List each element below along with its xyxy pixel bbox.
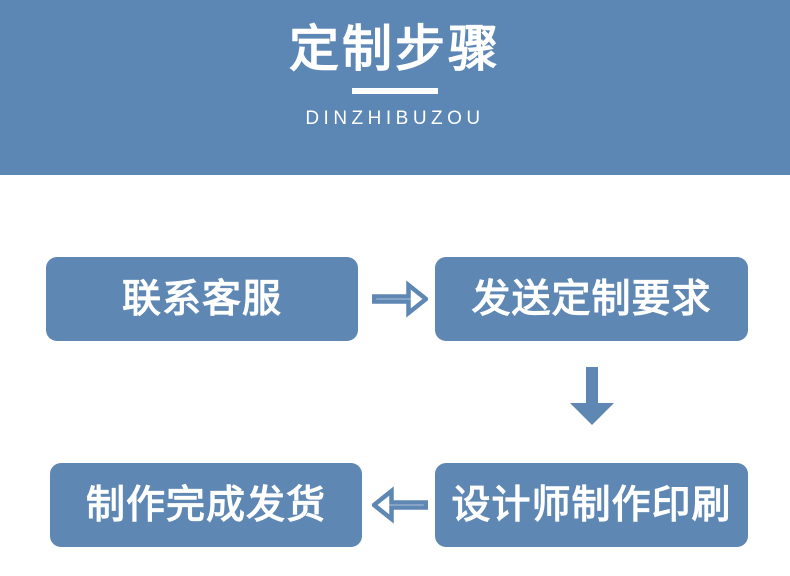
page-subtitle: DINZHIBUZOU (305, 108, 485, 129)
flow-step-3-label: 设计师制作印刷 (451, 483, 732, 527)
flow-step-1-label: 联系客服 (121, 277, 282, 321)
page-title: 定制步骤 (289, 21, 501, 77)
flow-step-2-label: 发送定制要求 (471, 277, 712, 321)
flow-diagram: 联系客服 发送定制要求 设计师制作印刷 制作完成发货 (0, 175, 790, 576)
header-banner: 定制步骤 DINZHIBUZOU (0, 0, 790, 175)
flow-step-2-send-requirements[interactable]: 发送定制要求 (435, 257, 748, 341)
arrow-left-icon (372, 477, 428, 533)
arrow-down-icon (563, 365, 621, 427)
flow-step-1-contact-support[interactable]: 联系客服 (46, 257, 358, 341)
arrow-right-icon (372, 271, 428, 327)
title-divider (352, 88, 438, 94)
flow-step-3-designer-print[interactable]: 设计师制作印刷 (435, 463, 748, 547)
flow-step-4-production-shipping[interactable]: 制作完成发货 (50, 463, 362, 547)
flow-step-4-label: 制作完成发货 (85, 483, 326, 527)
